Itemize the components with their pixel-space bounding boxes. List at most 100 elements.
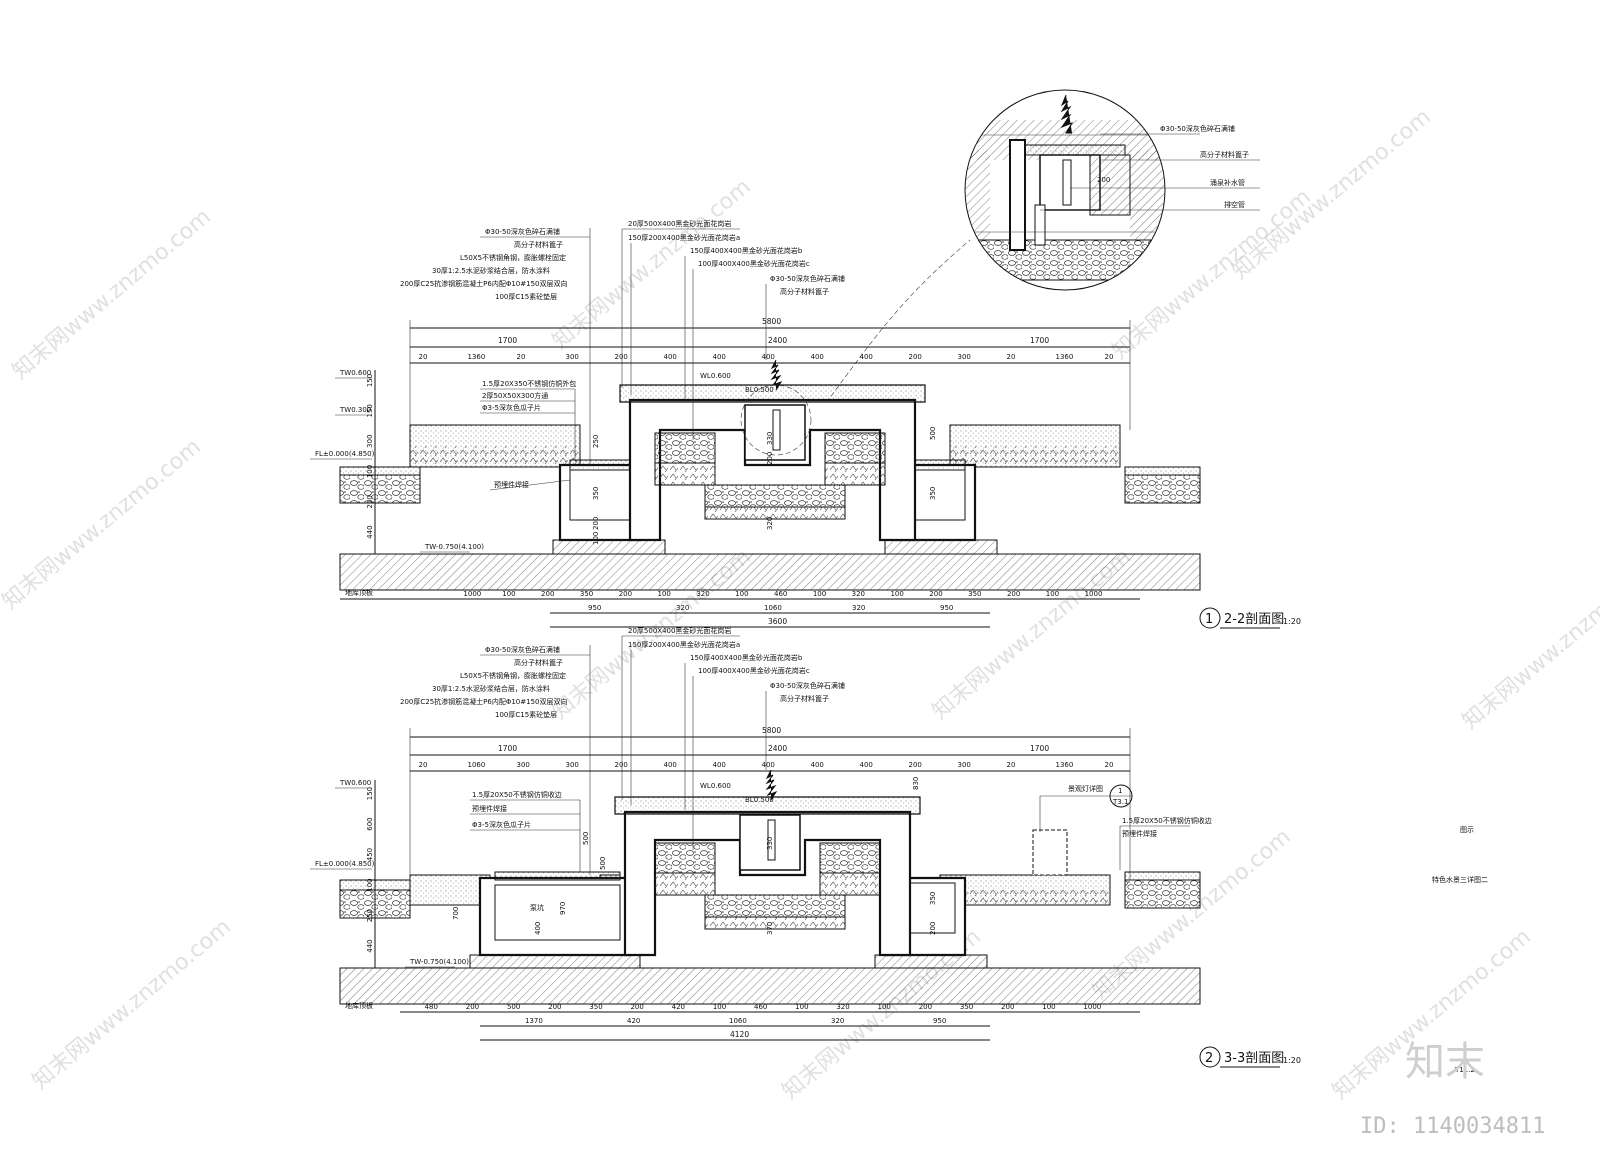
dim-value: 460	[754, 1003, 767, 1011]
level-mark: TW0.300	[339, 406, 371, 414]
dim-value: 200	[619, 590, 632, 598]
dim-value: 950	[940, 604, 953, 612]
dim-value: 400	[860, 353, 873, 361]
dim-value: 400	[762, 353, 775, 361]
dim-value: 1360	[1056, 353, 1074, 361]
dim-value: 420	[627, 1017, 640, 1025]
dim-value: 1000	[463, 590, 481, 598]
layer-note: 30厚1:2.5水泥砂浆结合层，防水涂料	[432, 684, 550, 693]
dim-value: 400	[860, 761, 873, 769]
dim-value: 320	[696, 590, 709, 598]
detail-callout: 200 Φ30-50深灰色碎石满铺 高分子材料篦子 涌泉补水管 排空管	[811, 89, 1260, 423]
dim-value: 200	[466, 1003, 479, 1011]
dim-value: 150	[366, 787, 374, 800]
edge-note: 1.5厚20X50不锈钢仿铜收边	[472, 790, 562, 799]
dim-value: 320	[852, 590, 865, 598]
watermark-text: 知末网www.znzmo.com	[28, 914, 236, 1094]
dim-value: 20	[419, 353, 428, 361]
dim-value: 100	[890, 590, 903, 598]
dim-value: 320	[766, 517, 774, 530]
dim-value: 200	[615, 353, 628, 361]
dim-value: 300	[517, 761, 530, 769]
dim-value: 830	[912, 777, 920, 790]
dim-value: 330	[766, 432, 774, 445]
layer-note: 100厚C15素砼垫层	[495, 710, 557, 719]
dim-value: 350	[968, 590, 981, 598]
right-note: 预埋件焊接	[1122, 829, 1157, 838]
detail-label: 涌泉补水管	[1210, 178, 1245, 187]
roof-slab	[339, 553, 1201, 591]
layer-note: 100厚C15素砼垫层	[495, 292, 557, 301]
title-block: 图示 特色水景三详图二 T11.2	[1432, 826, 1488, 1074]
dim-value: 200	[1007, 590, 1020, 598]
level-mark: BL0.500	[745, 796, 774, 804]
dim-value: 100	[502, 590, 515, 598]
lamp-ref: 1	[1118, 787, 1122, 795]
dim-value: 200	[615, 761, 628, 769]
stone-note: Φ30-50深灰色碎石满铺	[770, 681, 845, 690]
dim-bottom-total: 3600	[768, 617, 787, 626]
dim-value: 300	[366, 434, 374, 447]
dim-value: 1360	[468, 353, 486, 361]
dim-value: 480	[425, 1003, 438, 1011]
dim-value: 500	[599, 857, 607, 870]
dim-value: 350	[592, 487, 600, 500]
dim-top-main: 2400	[768, 336, 787, 345]
dim-value: 320	[836, 1003, 849, 1011]
detail-label: 高分子材料篦子	[1200, 150, 1249, 159]
dim-value: 420	[672, 1003, 685, 1011]
watermark-text: 知末网www.znzmo.com	[0, 434, 206, 614]
lamp-ref: T3.1	[1112, 798, 1128, 806]
level-mark: TW0.600	[339, 779, 371, 787]
dim-value: 970	[559, 902, 567, 915]
weld-note: 预埋件焊接	[494, 480, 529, 489]
level-mark: FL±0.000(4.850)	[315, 450, 375, 458]
roof-label: 地库顶板	[345, 1001, 373, 1010]
granite-cap	[614, 796, 921, 815]
dim-value: 600	[366, 817, 374, 830]
dim-value: 200	[929, 590, 942, 598]
detail-dim: 200	[1097, 176, 1110, 184]
dim-value: 250	[366, 495, 374, 508]
watermark-text: 知末网www.znzmo.com	[1458, 554, 1600, 734]
layer-note: Φ30-50深灰色碎石满铺	[485, 645, 560, 654]
brand-logo: 知末	[1405, 1039, 1485, 1085]
dim-value: 200	[909, 353, 922, 361]
layer-note: 200厚C25抗渗钢筋混凝土P6内配Φ10#150双层双向	[400, 697, 567, 706]
dim-value: 950	[933, 1017, 946, 1025]
dim-value: 500	[582, 832, 590, 845]
edge-notes: 1.5厚20X50不锈钢仿铜收边 预埋件焊接 Φ3-5深灰色瓜子片	[470, 790, 581, 872]
pump-label: 泵坑	[530, 903, 544, 912]
level-mark: TW0.600	[339, 369, 371, 377]
dim-value: 500	[929, 427, 937, 440]
level-mark: FL±0.000(4.850)	[315, 860, 375, 868]
dim-value: 300	[958, 353, 971, 361]
dim-value: 300	[566, 353, 579, 361]
dim-value: 200	[592, 517, 600, 530]
lamp-callout: 景观灯详图 1 T3.1 1.5厚20X50不锈钢仿铜收边 预埋件焊接	[1039, 784, 1212, 870]
stone-note: 150厚400X400黑金砂光面花岗岩b	[690, 246, 803, 255]
dim-value: 200	[541, 590, 554, 598]
dim-top-main: 1700	[1030, 336, 1049, 345]
layer-note: 高分子材料篦子	[514, 240, 563, 249]
layer-notes-left: Φ30-50深灰色碎石满铺 高分子材料篦子 L50X5不锈钢角钢，膨胀螺栓固定 …	[400, 645, 591, 875]
edge-note: Φ3-5深灰色瓜子片	[472, 820, 531, 829]
legend-label: 图示	[1460, 826, 1474, 834]
dim-value: 300	[566, 761, 579, 769]
section-number-circle	[1199, 1046, 1221, 1068]
dim-value: 200	[909, 761, 922, 769]
dim-value: 20	[517, 353, 526, 361]
dim-value: 100	[878, 1003, 891, 1011]
dim-value: 200	[630, 1003, 643, 1011]
roof-label: 地库顶板	[345, 588, 373, 597]
dim-value: 20	[1007, 761, 1016, 769]
level-mark: BL0.500	[745, 386, 774, 394]
